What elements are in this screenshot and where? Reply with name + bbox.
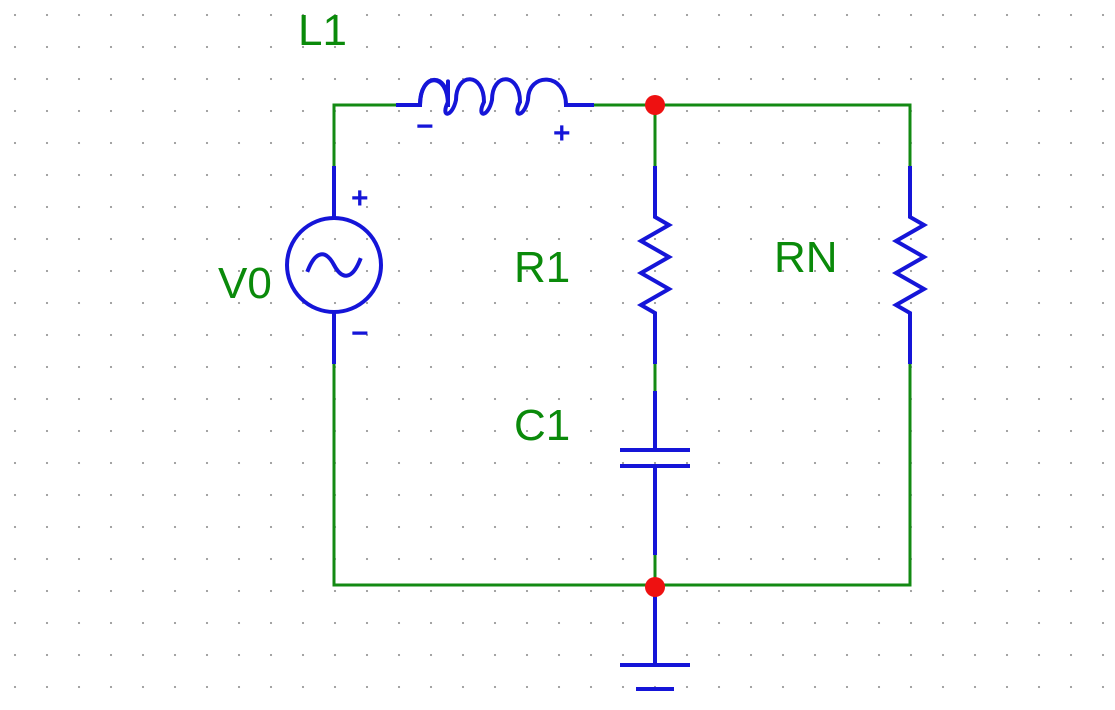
ac-source-icon[interactable] bbox=[285, 166, 383, 364]
label-c1: C1 bbox=[514, 401, 570, 450]
junction-dot[interactable] bbox=[645, 577, 665, 597]
label-rn: RN bbox=[774, 233, 838, 282]
ground-icon[interactable] bbox=[620, 583, 690, 691]
wires bbox=[332, 103, 912, 587]
label-l1: L1 bbox=[298, 6, 347, 55]
junction-dot[interactable] bbox=[645, 95, 665, 115]
resistor-icon[interactable] bbox=[636, 166, 674, 364]
source-plus-sign: + bbox=[351, 182, 369, 215]
capacitor-icon[interactable] bbox=[620, 391, 690, 555]
inductor-icon[interactable] bbox=[396, 77, 594, 116]
label-r1: R1 bbox=[514, 243, 570, 292]
label-v0: V0 bbox=[218, 259, 272, 308]
inductor-plus-sign: + bbox=[553, 117, 571, 150]
inductor-minus-sign: − bbox=[416, 110, 434, 143]
source-minus-sign: − bbox=[351, 317, 369, 350]
resistor-icon[interactable] bbox=[891, 166, 929, 364]
